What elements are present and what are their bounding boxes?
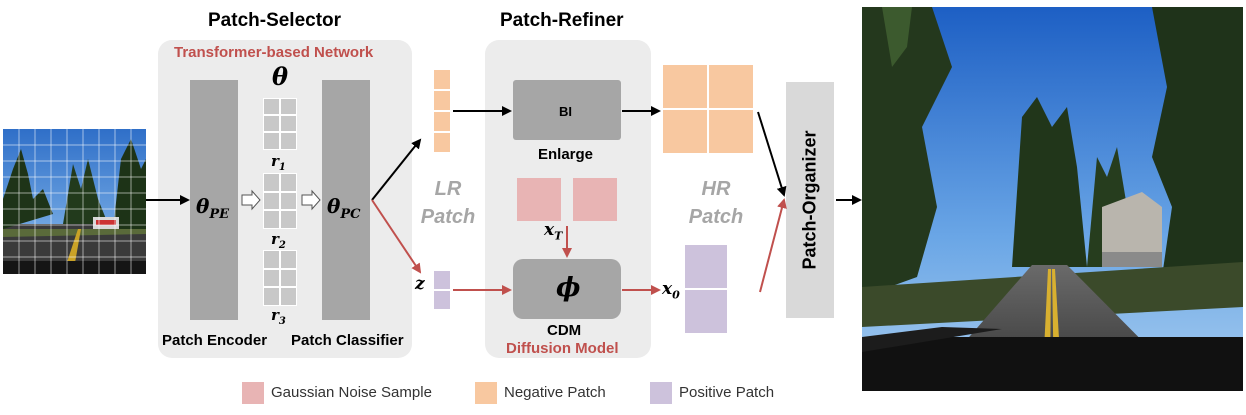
r3-cell xyxy=(280,250,297,269)
legend: Gaussian Noise Sample Negative Patch Pos… xyxy=(242,382,802,406)
arrow-hr-to-organizer xyxy=(757,111,787,197)
phi-label: ϕ xyxy=(556,273,581,303)
positive-patch-cell xyxy=(684,289,728,334)
r2-sub: 2 xyxy=(278,240,286,251)
r2-main: r xyxy=(271,230,279,248)
xt-sub: T xyxy=(554,229,563,243)
r2-cell xyxy=(263,192,280,210)
r3-grid xyxy=(263,250,297,306)
r1-cell xyxy=(263,115,280,132)
r1-label: r1 xyxy=(271,152,286,173)
bi-label: BI xyxy=(559,104,572,119)
theta-pc-label: θPC xyxy=(327,194,360,222)
noise-sample-left xyxy=(517,178,561,221)
r1-cell xyxy=(280,132,297,150)
negative-patch-cell xyxy=(708,64,754,109)
theta-pc-main: θ xyxy=(327,194,341,218)
noise-sample-right xyxy=(573,178,617,221)
r1-sub: 1 xyxy=(278,162,286,173)
r3-sub: 3 xyxy=(278,316,286,327)
negative-patch-cell xyxy=(662,64,708,109)
r2-label: r2 xyxy=(271,230,286,251)
r3-main: r xyxy=(271,306,279,324)
x0-sub: 0 xyxy=(672,288,680,302)
r3-cell xyxy=(263,250,280,269)
r2-cell xyxy=(263,210,280,229)
enlarge-label: Enlarge xyxy=(538,146,594,163)
patch-classifier-label: Patch Classifier xyxy=(291,332,404,349)
r1-main: r xyxy=(271,152,279,170)
r2-cell xyxy=(280,192,297,210)
patch-organizer-label: Patch-Organizer xyxy=(799,130,820,270)
output-image xyxy=(862,7,1243,391)
output-image-graphic xyxy=(862,7,1243,391)
theta-pe-label: θPE xyxy=(196,194,229,222)
input-image xyxy=(3,129,146,274)
r1-grid xyxy=(263,98,297,150)
x0-positive-patch xyxy=(684,244,728,334)
r3-label: r3 xyxy=(271,306,286,327)
positive-patch-cell xyxy=(433,270,451,290)
theta-pe-main: θ xyxy=(196,194,210,218)
xt-main: x xyxy=(544,220,555,240)
x0-label: x0 xyxy=(662,279,680,301)
z-positive-patch xyxy=(433,270,451,310)
transformer-label: Transformer-based Network xyxy=(174,44,374,61)
negative-patch-cell xyxy=(662,109,708,154)
negative-patch-cell xyxy=(433,69,451,90)
hr-patch-label: HR Patch xyxy=(684,175,748,231)
lr-patch-label: LR Patch xyxy=(418,175,478,231)
r2-cell xyxy=(280,210,297,229)
hr-line1: HR xyxy=(701,178,731,200)
r2-cell xyxy=(280,173,297,192)
lr-line2: Patch xyxy=(420,206,476,228)
r2-cell xyxy=(263,173,280,192)
r2-grid xyxy=(263,173,297,229)
r3-cell xyxy=(263,269,280,287)
positive-patch-cell xyxy=(433,290,451,310)
hr-negative-patch-grid xyxy=(662,64,754,154)
theta-label: θ xyxy=(272,62,289,91)
negative-patch-cell xyxy=(708,109,754,154)
bi-block xyxy=(513,80,621,140)
legend-label-positive: Positive Patch xyxy=(679,384,775,401)
patch-classifier-block xyxy=(322,80,370,320)
legend-swatch-noise xyxy=(242,382,264,404)
theta-pe-sub: PE xyxy=(209,207,230,222)
xt-label: xT xyxy=(544,220,562,242)
positive-patch-cell xyxy=(684,244,728,289)
x0-main: x xyxy=(662,279,673,299)
legend-label-negative: Negative Patch xyxy=(504,384,606,401)
patch-refiner-title: Patch-Refiner xyxy=(500,10,624,31)
z-label: z xyxy=(415,274,425,294)
legend-label-noise: Gaussian Noise Sample xyxy=(271,384,432,401)
patch-organizer-block xyxy=(786,82,834,318)
r1-cell xyxy=(263,132,280,150)
patch-selector-title: Patch-Selector xyxy=(208,10,342,31)
arrow-x0-to-organizer xyxy=(759,198,787,293)
lr-line1: LR xyxy=(434,178,462,200)
diffusion-model-label: Diffusion Model xyxy=(506,340,619,357)
patch-encoder-block xyxy=(190,80,238,320)
phi-block xyxy=(513,259,621,319)
cdm-label: CDM xyxy=(547,322,582,339)
negative-patch-cell xyxy=(433,90,451,111)
r3-cell xyxy=(263,287,280,306)
legend-swatch-positive xyxy=(650,382,672,404)
r3-cell xyxy=(280,269,297,287)
legend-swatch-negative xyxy=(475,382,497,404)
r1-cell xyxy=(280,98,297,115)
r1-cell xyxy=(263,98,280,115)
r1-cell xyxy=(280,115,297,132)
patch-encoder-label: Patch Encoder xyxy=(162,332,268,349)
hr-line2: Patch xyxy=(688,206,744,228)
lr-negative-patch-column xyxy=(433,69,451,153)
negative-patch-cell xyxy=(433,111,451,132)
theta-pc-sub: PC xyxy=(340,207,361,222)
input-image-graphic xyxy=(3,129,146,274)
r3-cell xyxy=(280,287,297,306)
negative-patch-cell xyxy=(433,132,451,153)
